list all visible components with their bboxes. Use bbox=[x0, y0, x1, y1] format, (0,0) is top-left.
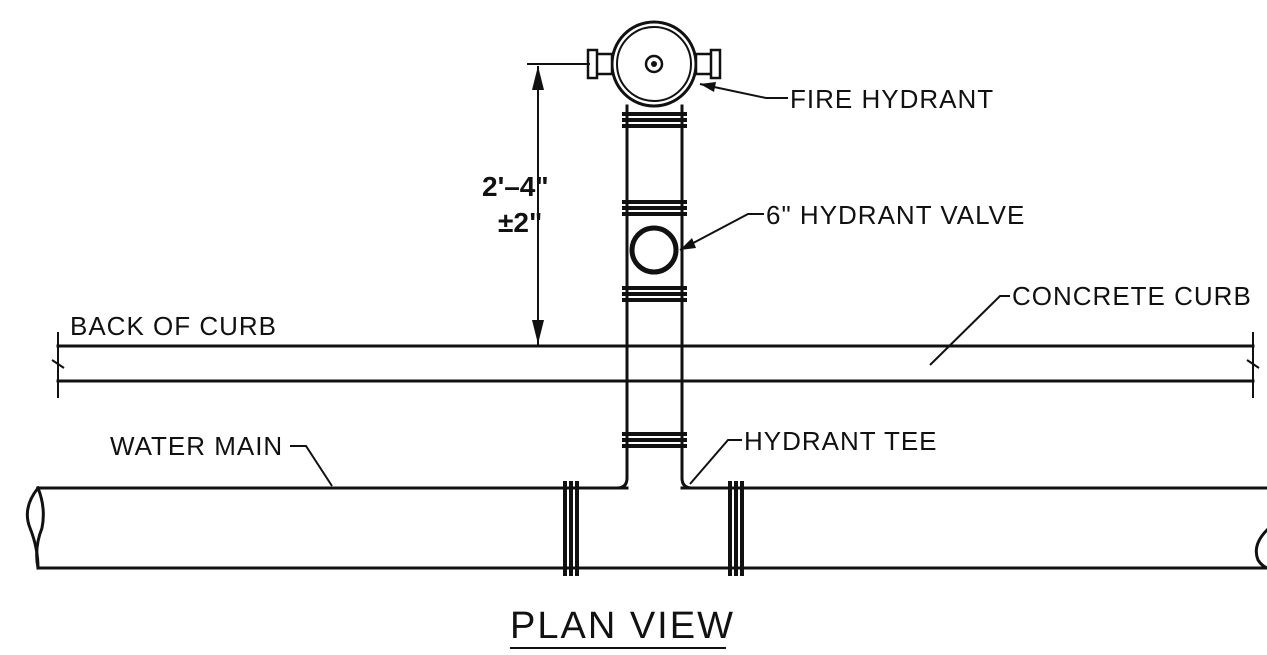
view-title: PLAN VIEW bbox=[510, 605, 735, 647]
hydrant-valve-leader bbox=[679, 213, 764, 251]
lead-flange-3 bbox=[622, 286, 687, 302]
fire-hydrant-symbol bbox=[586, 20, 722, 108]
dimension-line bbox=[527, 63, 590, 345]
hydrant-valve-symbol bbox=[629, 225, 679, 275]
concrete-curb bbox=[51, 332, 1260, 398]
water-main-leader bbox=[290, 445, 333, 487]
main-flange-right bbox=[728, 481, 744, 576]
dimension-text-line1: 2'–4" bbox=[482, 171, 549, 202]
hydrant-valve-label: 6" HYDRANT VALVE bbox=[766, 200, 1025, 230]
lead-flange-1 bbox=[622, 112, 687, 128]
hydrant-tee-leader bbox=[689, 439, 742, 485]
concrete-curb-leader bbox=[929, 295, 1010, 366]
back-of-curb-label: BACK OF CURB bbox=[70, 311, 277, 341]
fire-hydrant-label: FIRE HYDRANT bbox=[790, 84, 994, 114]
hydrant-lead-pipe bbox=[615, 104, 694, 490]
dimension-text-line2: ±2" bbox=[498, 207, 542, 238]
lead-flange-4 bbox=[622, 432, 687, 448]
main-flange-left bbox=[563, 481, 579, 576]
lead-flange-2 bbox=[622, 200, 687, 216]
concrete-curb-label: CONCRETE CURB bbox=[1012, 281, 1252, 311]
water-main-label: WATER MAIN bbox=[110, 431, 283, 461]
fire-hydrant-leader bbox=[699, 83, 788, 99]
hydrant-tee-label: HYDRANT TEE bbox=[744, 426, 938, 456]
water-main-pipe bbox=[25, 485, 1267, 570]
